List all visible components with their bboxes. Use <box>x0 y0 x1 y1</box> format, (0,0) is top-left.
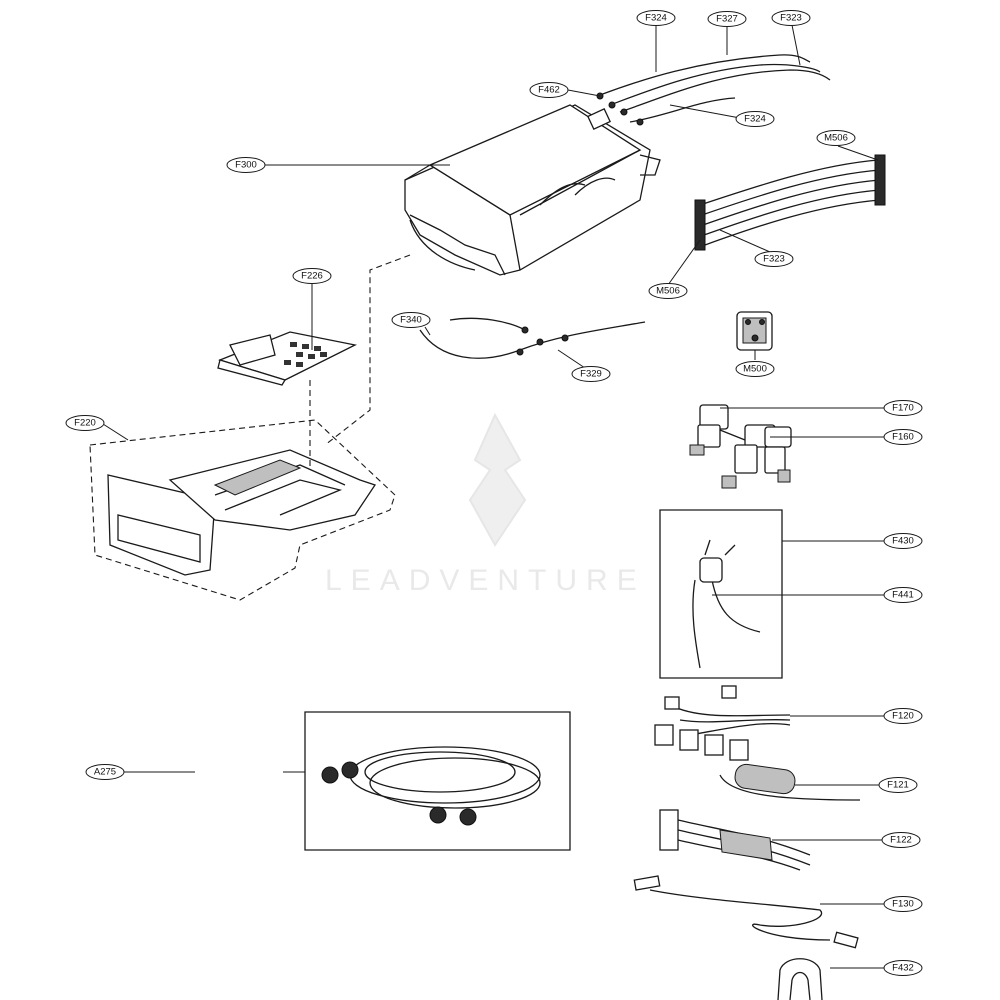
svg-text:F324: F324 <box>744 114 766 125</box>
noise-filter-f121 <box>719 763 861 801</box>
callout-a275: A275 <box>85 764 125 780</box>
svg-text:F226: F226 <box>301 271 323 282</box>
svg-text:F441: F441 <box>892 590 914 601</box>
leader-lines <box>102 24 885 969</box>
svg-text:F120: F120 <box>892 711 914 722</box>
callout-f300: F300 <box>226 157 266 173</box>
hose-assembly-f430 <box>659 509 783 679</box>
callout-f340: F340 <box>391 312 431 328</box>
tube-f340 <box>419 317 646 359</box>
callout-f324-mid: F324 <box>735 111 775 127</box>
svg-text:M500: M500 <box>743 364 767 375</box>
svg-text:F160: F160 <box>892 432 914 443</box>
detergent-cap-f226 <box>217 331 357 386</box>
callout-f220: F220 <box>65 415 105 431</box>
watermark-logo-icon <box>468 412 527 547</box>
wire-harness-f120 <box>654 685 791 761</box>
callout-f462: F462 <box>529 82 569 98</box>
svg-text:F462: F462 <box>538 85 560 96</box>
inlet-hoses-top <box>596 54 831 126</box>
callout-f130: F130 <box>883 896 923 912</box>
inlet-valves <box>689 404 792 489</box>
svg-text:F130: F130 <box>892 899 914 910</box>
callout-m506-bot: M506 <box>648 283 688 299</box>
watermark-text: LEADVENTURE <box>325 564 646 597</box>
svg-text:F340: F340 <box>400 315 422 326</box>
svg-text:F329: F329 <box>580 369 602 380</box>
callout-f324-top: F324 <box>636 10 676 26</box>
wire-bundle-m506 <box>694 154 886 251</box>
callout-m500: M500 <box>735 361 775 377</box>
connector-cable-f122 <box>659 809 811 871</box>
dispenser-housing <box>404 104 661 276</box>
callout-f432: F432 <box>883 960 923 976</box>
watermark: LEADVENTURE <box>325 412 646 597</box>
svg-text:M506: M506 <box>824 133 848 144</box>
svg-text:F121: F121 <box>887 780 909 791</box>
callout-f327: F327 <box>707 11 747 27</box>
svg-text:F300: F300 <box>235 160 257 171</box>
svg-text:A275: A275 <box>94 767 116 778</box>
svg-text:F170: F170 <box>892 403 914 414</box>
assembly-line-drawer <box>324 254 411 446</box>
svg-text:F324: F324 <box>645 13 667 24</box>
svg-text:M506: M506 <box>656 286 680 297</box>
callout-f323-top: F323 <box>771 10 811 26</box>
svg-text:F323: F323 <box>780 13 802 24</box>
callout-f329: F329 <box>571 366 611 382</box>
pressure-sensor-m500 <box>736 311 773 351</box>
svg-text:F220: F220 <box>74 418 96 429</box>
svg-text:F323: F323 <box>763 254 785 265</box>
callout-m506-top: M506 <box>816 130 856 146</box>
hose-clamp-f432 <box>777 958 823 1000</box>
callout-f121: F121 <box>878 777 918 793</box>
svg-text:F327: F327 <box>716 14 738 25</box>
svg-text:F122: F122 <box>890 835 912 846</box>
wire-harness-f130 <box>633 875 859 949</box>
callout-f441: F441 <box>883 587 923 603</box>
svg-text:F430: F430 <box>892 536 914 547</box>
supply-hose-set-a275 <box>304 711 571 851</box>
svg-text:F432: F432 <box>892 963 914 974</box>
callout-f120: F120 <box>883 708 923 724</box>
dispenser-drawer-f220 <box>89 419 396 601</box>
callout-f170: F170 <box>883 400 923 416</box>
callout-f323-mid: F323 <box>754 251 794 267</box>
callout-f430: F430 <box>883 533 923 549</box>
callout-f122: F122 <box>881 832 921 848</box>
callout-f160: F160 <box>883 429 923 445</box>
callout-f226: F226 <box>292 268 332 284</box>
